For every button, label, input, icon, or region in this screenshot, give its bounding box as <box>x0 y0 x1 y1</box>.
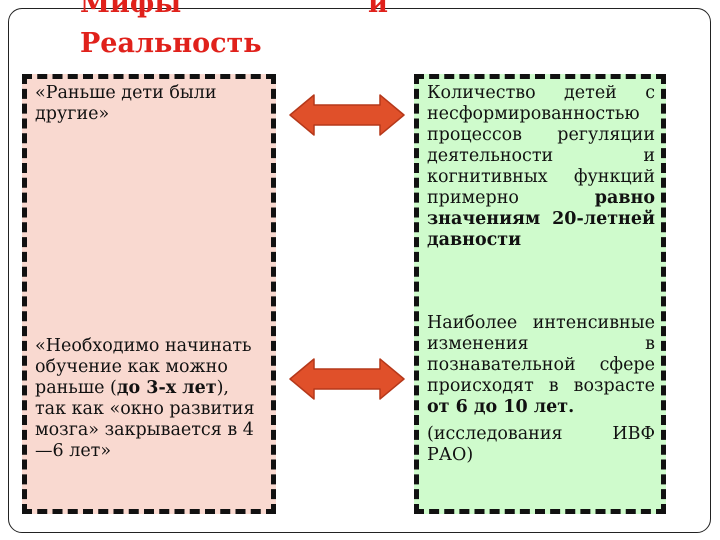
myth-2-bold: до 3-х лет <box>116 378 217 398</box>
reality-2-pre: Наиболее интенсивные изменения в познава… <box>427 313 655 396</box>
myth-2-pre: «Необходимо начинать обучение как можно … <box>35 336 252 398</box>
title-myths-word: Мифы <box>80 0 182 19</box>
myth-2-rest: ), так как «окно развития мозга» закрыва… <box>35 378 255 461</box>
myths-box: «Раньше дети были другие» «Необходимо на… <box>22 74 276 514</box>
reality-1-bold: равно значениям 20-летней давности <box>427 188 655 250</box>
reality-box: Количество детей с несформированностью п… <box>414 74 666 514</box>
title-line-2: Реальность <box>80 28 262 59</box>
myth-2-text: «Необходимо начинать обучение как можно … <box>35 336 265 462</box>
myth-1-text: «Раньше дети были другие» <box>35 83 217 124</box>
reality-2-bold: от 6 до 10 лет. <box>427 397 575 417</box>
slide-frame <box>8 8 711 533</box>
title-and-word: и <box>368 0 389 19</box>
reality-2-source: (исследования ИВФ РАО) <box>427 424 655 465</box>
slide-title: Мифы и Реальность <box>80 0 640 64</box>
reality-2-text: Наиболее интенсивные изменения в познава… <box>427 313 655 418</box>
title-line-1: Мифы и <box>80 0 640 24</box>
double-arrow-icon-bottom <box>289 358 405 400</box>
reality-1-text: Количество детей с несформированностью п… <box>427 83 655 251</box>
reality-1-pre: Количество детей с несформированностью п… <box>427 83 655 208</box>
double-arrow-icon-top <box>289 94 405 136</box>
